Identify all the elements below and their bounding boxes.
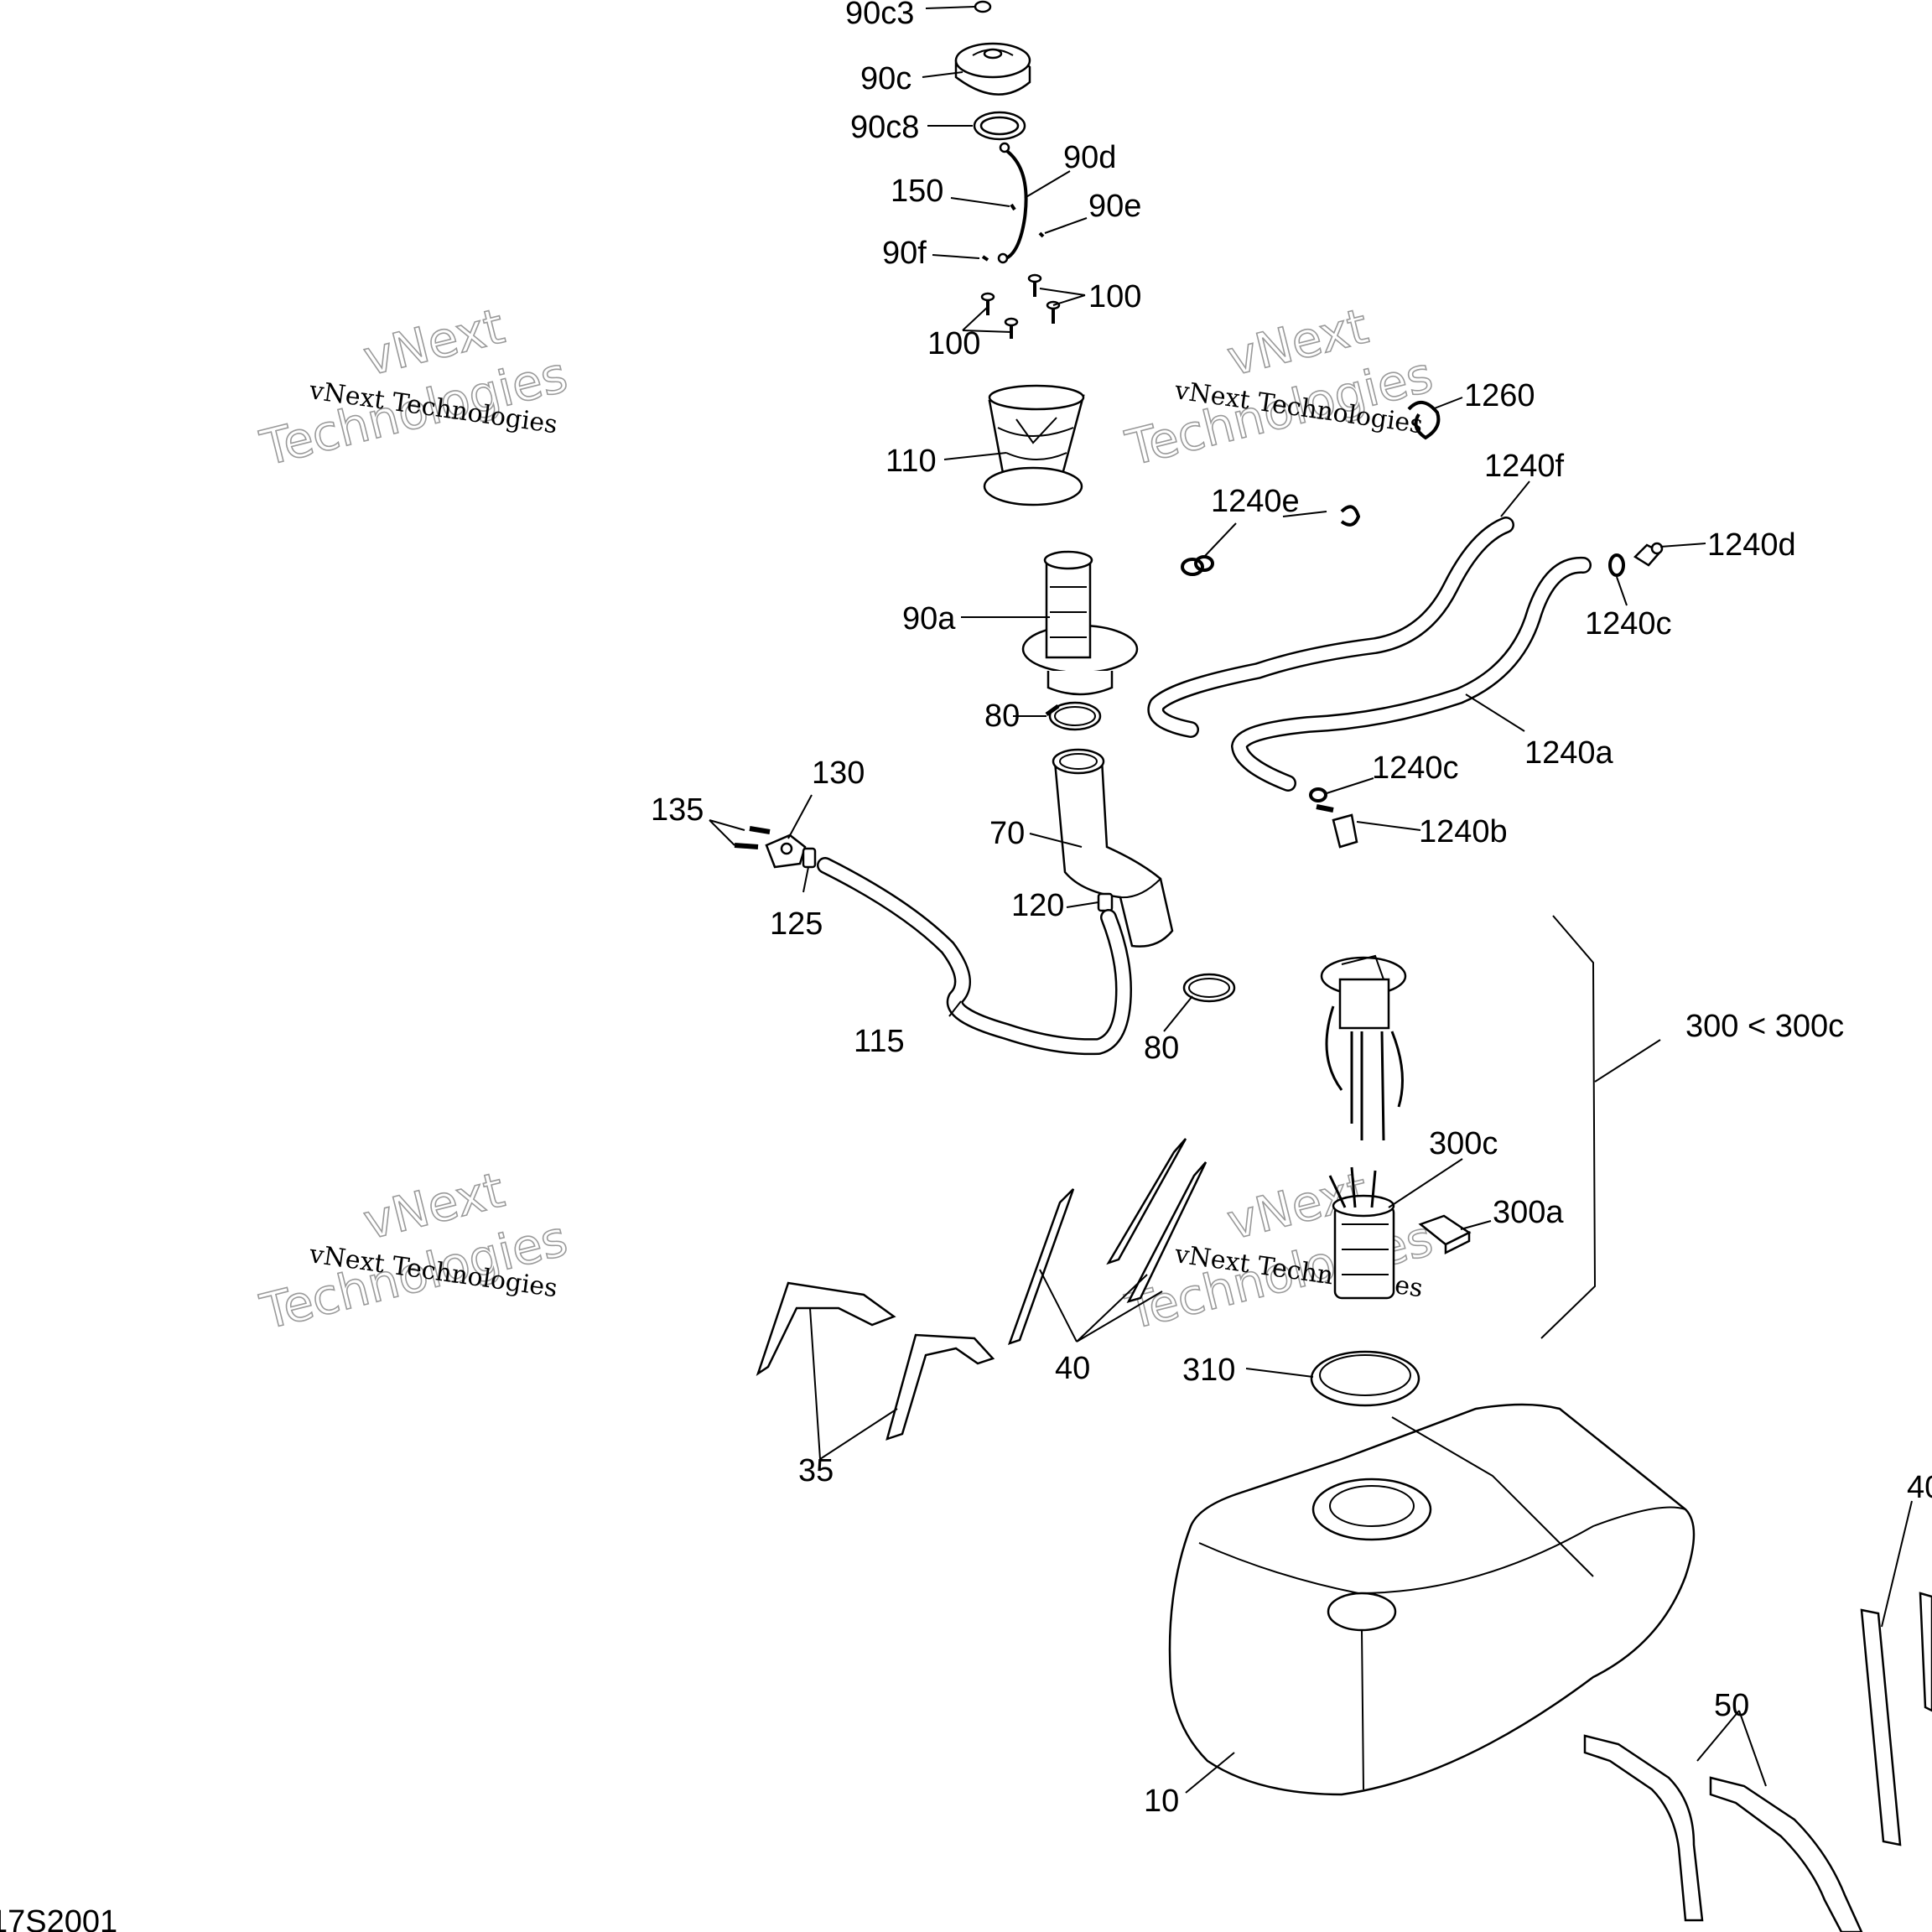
- part-1240b-fitting: [1316, 804, 1358, 849]
- part-90f-pin: [981, 255, 989, 262]
- label-130: 130: [812, 756, 865, 791]
- watermark-top-right: vNext Technologies vNext Technologies: [1119, 297, 1439, 478]
- label-100-lower: 100: [927, 326, 980, 361]
- part-150-pin: [1010, 203, 1016, 211]
- label-115: 115: [854, 1024, 905, 1059]
- part-90c-fuel-cap: [954, 42, 1031, 96]
- label-50: 50: [1714, 1688, 1749, 1723]
- part-300-fuel-pump-module: [1320, 954, 1407, 1141]
- part-50-straps: [1583, 1734, 1863, 1932]
- drawing-code: 17S2001: [0, 1904, 117, 1932]
- part-labels: 90c3 90c 90c8 90d 150 90e 90f 100 100 12…: [651, 0, 1932, 1819]
- part-90a-filler-neck: [1021, 550, 1139, 696]
- watermark-bottom-left: vNext Technologies vNext Technologies: [254, 1161, 574, 1342]
- label-35: 35: [798, 1453, 834, 1488]
- label-90a: 90a: [902, 601, 956, 636]
- part-115-drain-hose: [817, 857, 1132, 1056]
- label-310: 310: [1182, 1353, 1235, 1388]
- part-40-straps: [1007, 1138, 1208, 1345]
- part-90c8-gasket: [973, 111, 1026, 141]
- label-100-upper: 100: [1088, 279, 1141, 314]
- label-70: 70: [989, 816, 1025, 851]
- part-1240c-clamp-mid: [1309, 787, 1327, 802]
- label-80-top: 80: [984, 699, 1020, 734]
- part-1240a-vent-hose: [1231, 556, 1592, 792]
- label-90c: 90c: [860, 61, 911, 96]
- part-80-clamp-bottom: [1182, 973, 1236, 1003]
- label-40: 40: [1055, 1351, 1090, 1386]
- label-1240e: 1240e: [1211, 484, 1300, 519]
- part-90d-tether: [997, 142, 1028, 264]
- label-120: 120: [1011, 888, 1064, 923]
- label-40-edge: 40: [1907, 1470, 1932, 1505]
- label-1260: 1260: [1464, 378, 1535, 413]
- part-120-connector: [1097, 892, 1114, 912]
- label-110: 110: [886, 444, 937, 479]
- label-80-bottom: 80: [1144, 1031, 1179, 1066]
- leader-lines: [709, 6, 1913, 1794]
- label-90c3: 90c3: [845, 0, 914, 31]
- label-1240f: 1240f: [1484, 449, 1565, 484]
- part-310-seal-ring: [1310, 1350, 1420, 1407]
- part-1260-clip: [1407, 401, 1441, 440]
- label-1240c-top: 1240c: [1585, 606, 1672, 641]
- part-100-screws: [980, 273, 1061, 339]
- part-1240f-vent-hose: [1147, 517, 1514, 738]
- part-40-strap-right: [1860, 1592, 1932, 1846]
- part-135-screws: [734, 826, 771, 849]
- label-1240d: 1240d: [1707, 527, 1796, 563]
- label-300c: 300c: [1429, 1126, 1498, 1161]
- part-80-clamp-top: [1045, 701, 1102, 731]
- part-130-bracket: [765, 834, 807, 869]
- label-90f: 90f: [882, 236, 927, 271]
- part-90e-pin: [1038, 231, 1045, 238]
- label-1240b: 1240b: [1419, 814, 1508, 849]
- part-35-straps: [756, 1281, 995, 1441]
- part-300c-fuel-pump: [1328, 1166, 1395, 1300]
- part-1240c-clamp-top: [1608, 553, 1625, 577]
- label-1240a: 1240a: [1524, 735, 1614, 771]
- label-1240c-mid: 1240c: [1372, 750, 1459, 786]
- label-90c8: 90c8: [850, 110, 919, 145]
- part-1240d-fitting: [1633, 542, 1664, 567]
- part-90c3: [974, 0, 992, 13]
- part-70-filler-hose: [1052, 748, 1174, 948]
- label-90e: 90e: [1088, 189, 1141, 224]
- label-150: 150: [891, 174, 943, 209]
- part-125-fitting: [802, 847, 817, 869]
- label-300-range: 300 < 300c: [1685, 1009, 1844, 1044]
- watermark-top-left: vNext Technologies vNext Technologies: [254, 297, 574, 478]
- part-10-fuel-tank: [1168, 1403, 1696, 1796]
- label-10: 10: [1144, 1784, 1179, 1819]
- part-300a-filter: [1418, 1214, 1472, 1255]
- label-125: 125: [770, 906, 823, 942]
- label-135: 135: [651, 792, 704, 828]
- label-90d: 90d: [1063, 140, 1116, 175]
- part-110-filler-housing: [983, 384, 1085, 506]
- label-300a: 300a: [1493, 1195, 1564, 1230]
